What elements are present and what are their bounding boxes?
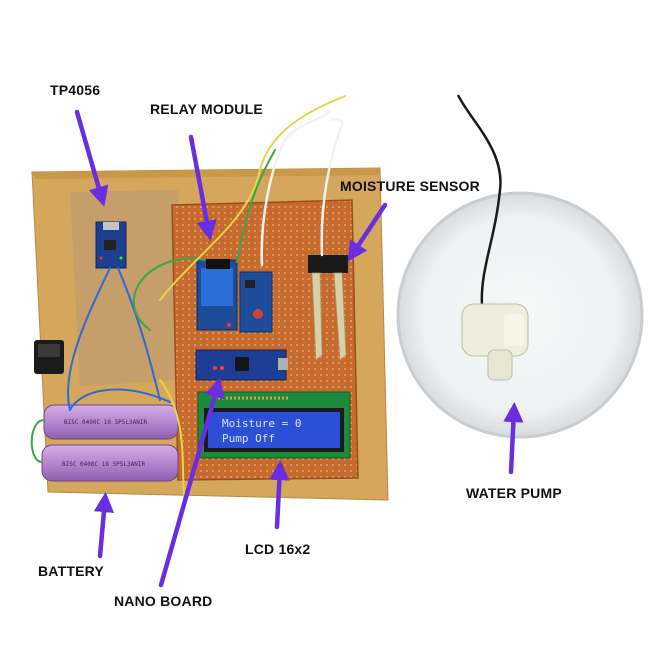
arrow-pump [503, 401, 524, 475]
label-moisture-sensor: MOISTURE SENSOR [340, 178, 480, 194]
tp4056-module [95, 221, 127, 269]
pump-cable [456, 94, 502, 306]
lcd-screen [208, 412, 340, 448]
lcd-module: Moisture = 0 Pump Off [197, 391, 351, 459]
lcd-line-1: Moisture = 0 [222, 417, 301, 430]
battery-pack: BISC 0400C 18 5P5L3ANIR BISC 0400C 18 5P… [41, 404, 179, 482]
battery-marking-1: BISC 0400C 18 5P5L3ANIR [64, 419, 147, 426]
label-tp4056: TP4056 [50, 82, 101, 98]
arrow-moisture [347, 202, 388, 262]
label-lcd: LCD 16x2 [245, 541, 311, 557]
wires [30, 95, 346, 506]
label-battery: BATTERY [38, 563, 104, 579]
battery-marking-2: BISC 0400C 18 5P5L3ANIR [62, 461, 145, 468]
label-water-pump: WATER PUMP [466, 485, 562, 501]
power-switch [34, 340, 64, 374]
relay-module [196, 259, 238, 331]
annotation-arrows [74, 109, 524, 588]
sensor-board [239, 271, 273, 333]
nano-board [195, 349, 288, 381]
label-relay-module: RELAY MODULE [150, 101, 263, 117]
arrow-battery [93, 491, 115, 559]
arrow-lcd [269, 459, 290, 530]
lcd-line-2: Pump Off [222, 432, 275, 445]
water-pump [461, 303, 529, 381]
arrow-nano [158, 377, 225, 588]
arrow-relay [188, 134, 217, 241]
moisture-probe [308, 255, 348, 361]
label-nano-board: NANO BOARD [114, 593, 213, 609]
arrow-tp4056 [74, 109, 109, 207]
